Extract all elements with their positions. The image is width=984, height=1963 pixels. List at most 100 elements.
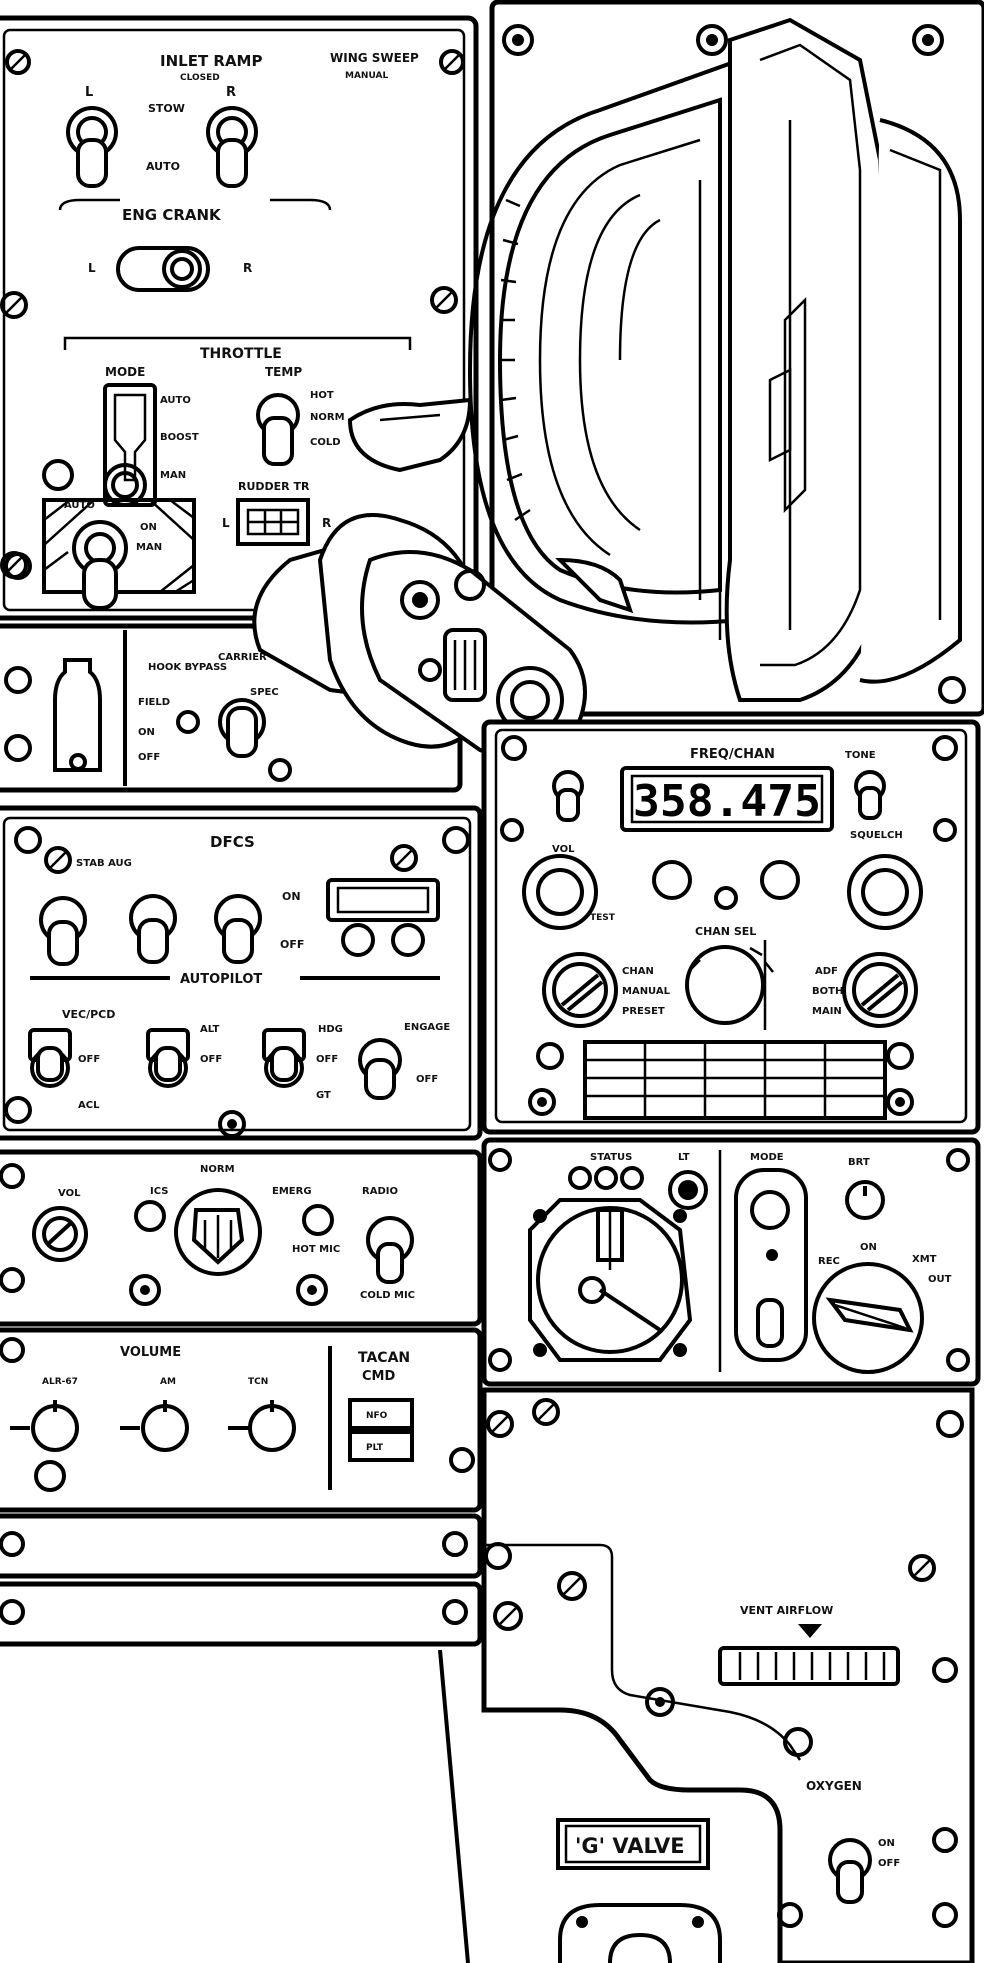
eng-crank-label: ENG CRANK (122, 206, 222, 224)
temp-toggle[interactable] (256, 393, 300, 466)
oxygen-off-label: OFF (878, 1858, 900, 1869)
vent-airflow-label: VENT AIRFLOW (740, 1604, 833, 1617)
chan-mode-knob[interactable] (542, 952, 618, 1028)
g-valve-placard: 'G' VALVE (556, 1818, 710, 1870)
rudder-trim-label: RUDDER TR (238, 480, 310, 493)
tacan-plt-button[interactable]: PLT (348, 1430, 414, 1462)
volume-knob-2[interactable] (120, 1400, 189, 1452)
preset-button-2[interactable] (760, 860, 800, 900)
channel-select-knob[interactable] (685, 940, 774, 1030)
screw-icon (946, 1348, 970, 1372)
screw-icon (532, 1398, 560, 1426)
stab-aug-label: STAB AUG (76, 858, 132, 869)
tacan-sub: CMD (362, 1369, 395, 1384)
status-light-1 (568, 1166, 592, 1190)
preset-button-1[interactable] (652, 860, 692, 900)
temp-label: TEMP (265, 365, 302, 379)
screw-icon (442, 1531, 468, 1557)
tone-toggle[interactable] (854, 770, 886, 820)
tacan-title: TACAN (358, 1350, 410, 1366)
screw-icon (0, 1599, 25, 1625)
auto-label: AUTO (146, 160, 180, 173)
ident-mode-knob[interactable] (812, 1262, 924, 1374)
mode-selector-slot[interactable] (734, 1168, 808, 1362)
intake-right-toggle[interactable] (206, 106, 258, 188)
cold-mic-label: COLD MIC (360, 1290, 415, 1301)
screw-icon (645, 1687, 675, 1717)
light-button[interactable] (668, 1170, 708, 1210)
radio-mode-knob[interactable] (842, 952, 918, 1028)
left-toggle-small[interactable] (552, 770, 584, 822)
crank-right-label: R (243, 261, 252, 275)
stick-grip[interactable] (252, 397, 634, 760)
ap-vec-off-label: OFF (78, 1054, 100, 1065)
oxygen-label: OXYGEN (806, 1779, 862, 1793)
ap-engage-toggle[interactable] (358, 1038, 402, 1100)
screw-icon (5, 49, 31, 75)
rudder-trim-switch[interactable] (236, 498, 310, 546)
screw-icon (536, 1042, 564, 1070)
xmt-label: XMT (912, 1254, 937, 1265)
mode-boost-label: BOOST (160, 432, 199, 443)
screw-icon (777, 1902, 803, 1928)
eng-crank-switch[interactable] (116, 246, 210, 292)
hdg-off-label: OFF (316, 1054, 338, 1065)
throttle-mode-slot[interactable] (103, 383, 157, 507)
ap-hdg-toggle[interactable] (262, 1028, 306, 1088)
volume-knob[interactable] (522, 854, 598, 930)
ap-vec-toggle[interactable] (28, 1028, 72, 1088)
alt-off-label: OFF (200, 1054, 222, 1065)
carrier-label: CARRIER (218, 652, 267, 663)
vent-airflow-wheel[interactable] (718, 1646, 900, 1686)
screw-icon (714, 886, 738, 910)
radio-test-label: TEST (590, 913, 616, 923)
screw-icon (933, 818, 957, 842)
screw-icon (34, 1460, 66, 1492)
stab-aug-yaw-toggle[interactable] (214, 894, 262, 964)
temp-norm-label: NORM (310, 412, 345, 423)
screw-icon (430, 286, 458, 314)
volume-knob-3[interactable] (228, 1400, 296, 1452)
ident-panel: STATUS LT MODE BRT (481, 1137, 981, 1387)
screw-icon (129, 1274, 161, 1306)
stab-aug-roll-toggle[interactable] (129, 894, 177, 964)
brightness-knob[interactable] (845, 1180, 885, 1220)
screw-icon (439, 49, 465, 75)
screw-icon (912, 24, 944, 56)
g-valve-connector[interactable] (558, 1903, 722, 1963)
light-label: LT (678, 1152, 690, 1163)
emerg-label: EMERG (272, 1186, 312, 1197)
temp-hot-label: HOT (310, 390, 334, 401)
screw-icon (4, 1096, 32, 1124)
screw-icon (908, 1554, 936, 1582)
vec-pcd-label: VEC/PCD (62, 1008, 115, 1021)
tacan-nfo-button[interactable]: NFO (348, 1398, 414, 1430)
dfcs-reset-unit[interactable] (326, 878, 440, 957)
intake-left-toggle[interactable] (66, 106, 118, 188)
frequency-display: 358.475 (620, 766, 834, 832)
hook-handle[interactable] (53, 658, 102, 772)
oxygen-toggle[interactable] (828, 1838, 872, 1904)
chan-mode-manual: MANUAL (622, 986, 671, 997)
oxygen-on-label: ON (878, 1838, 895, 1849)
screw-icon (0, 1531, 25, 1557)
auto-throttle-guard[interactable] (42, 459, 196, 610)
screw-icon (4, 734, 32, 762)
blank-strip-1 (0, 1513, 483, 1579)
hook-bypass-toggle[interactable] (218, 698, 266, 758)
hdg-label: HDG (318, 1024, 343, 1035)
ap-alt-toggle[interactable] (146, 1028, 190, 1088)
throttle-title: THROTTLE (200, 346, 282, 362)
g-valve-label: 'G' VALVE (575, 1834, 685, 1858)
stab-on-label: ON (282, 890, 301, 903)
hook-on-label: ON (138, 727, 155, 738)
ics-mode-knob[interactable] (174, 1188, 262, 1276)
squelch-knob[interactable] (847, 854, 923, 930)
volume-knob-1[interactable] (10, 1400, 79, 1452)
mic-toggle[interactable] (366, 1216, 414, 1284)
frequency-readout: 358.475 (633, 776, 821, 827)
stab-aug-pitch-toggle[interactable] (39, 896, 87, 966)
screw-icon (500, 818, 524, 842)
ics-volume-knob[interactable] (32, 1206, 88, 1262)
screw-icon (486, 1410, 514, 1438)
